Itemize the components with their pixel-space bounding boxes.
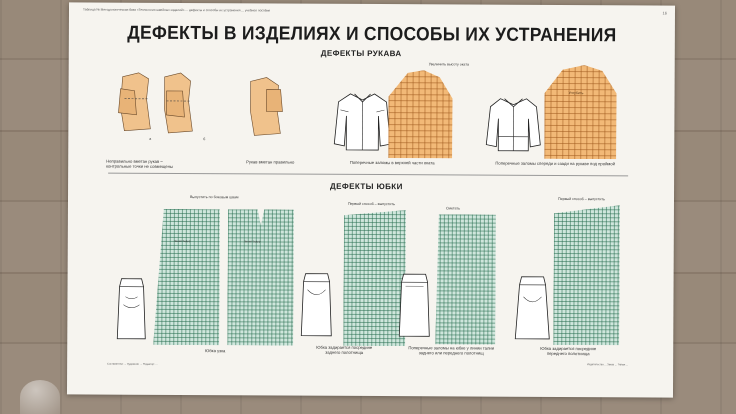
skirt-note-4: Первый способ – выпустить <box>557 196 605 202</box>
skirt-drawing-3 <box>398 273 430 337</box>
hip-line-label-1: Линия бедер <box>173 238 191 244</box>
bodice-figure-right <box>250 77 283 136</box>
hip-line-label-2: Линия бедер <box>243 239 261 244</box>
bodice-figure-wrong <box>118 72 193 134</box>
sleeve-note-right: Углубить <box>568 91 584 96</box>
skirt-note-2: Первый способ – выпустить <box>347 201 395 207</box>
sleeve-caption-2: Рукав вметан правильно <box>246 159 295 165</box>
sleeve-section-heading: ДЕФЕКТЫ РУКАВА <box>320 48 402 59</box>
blouse-drawing-2 <box>485 98 541 152</box>
skirt-pattern-4 <box>553 205 620 345</box>
sleeve-pattern-2 <box>544 65 616 159</box>
sleeve-caption-3: Поперечные заломы в верхней части оката <box>349 159 435 166</box>
skirt-caption-2: Юбка задирается посредине заднего полотн… <box>316 344 373 355</box>
skirt-note-1: Выпустить по боковым швам <box>190 195 239 200</box>
skirt-caption-1: Юбка узка <box>205 348 226 354</box>
skirt-caption-4: Юбка задирается посредине переднего поло… <box>540 345 597 357</box>
figure-label-b: б <box>203 137 206 142</box>
figure-label-a: а <box>149 136 152 141</box>
poster: Таблица № Методологическая база «Техноло… <box>66 2 676 398</box>
poster-title: ДЕФЕКТЫ В ИЗДЕЛИЯХ И СПОСОБЫ ИХ УСТРАНЕН… <box>127 22 617 47</box>
skirt-drawing-4 <box>514 276 550 340</box>
page-number: 16 <box>662 10 667 16</box>
skirt-drawing-2 <box>300 273 332 337</box>
skirt-pattern-1a <box>153 209 220 345</box>
skirt-pattern-3 <box>435 214 496 344</box>
skirt-drawing-1 <box>116 278 146 340</box>
sleeve-caption-4: Поперечные заломы спереди и сзади на рук… <box>495 160 616 167</box>
footer-right: Издательство ... Заказ ... Тираж ... <box>587 363 629 367</box>
glass-object <box>20 380 60 414</box>
poster-header-small: Таблица № Методологическая база «Техноло… <box>82 7 271 13</box>
blouse-drawing-1 <box>333 93 391 151</box>
section-divider <box>108 172 629 177</box>
skirt-pattern-1b <box>227 209 294 345</box>
sleeve-caption-1: Неправильно вметан рукав – контрольные т… <box>106 158 173 169</box>
skirt-caption-3: Поперечные заломы на юбке у линии талии … <box>408 345 495 356</box>
sleeve-note-top: Увеличить высоту оката <box>428 62 469 67</box>
skirt-section-heading: ДЕФЕКТЫ ЮБКИ <box>330 181 403 192</box>
skirt-note-3: Сметать <box>445 206 460 211</box>
sleeve-pattern-1 <box>388 70 452 158</box>
footer-left: Составители: ... Художник: ... Редактор:… <box>107 362 158 366</box>
